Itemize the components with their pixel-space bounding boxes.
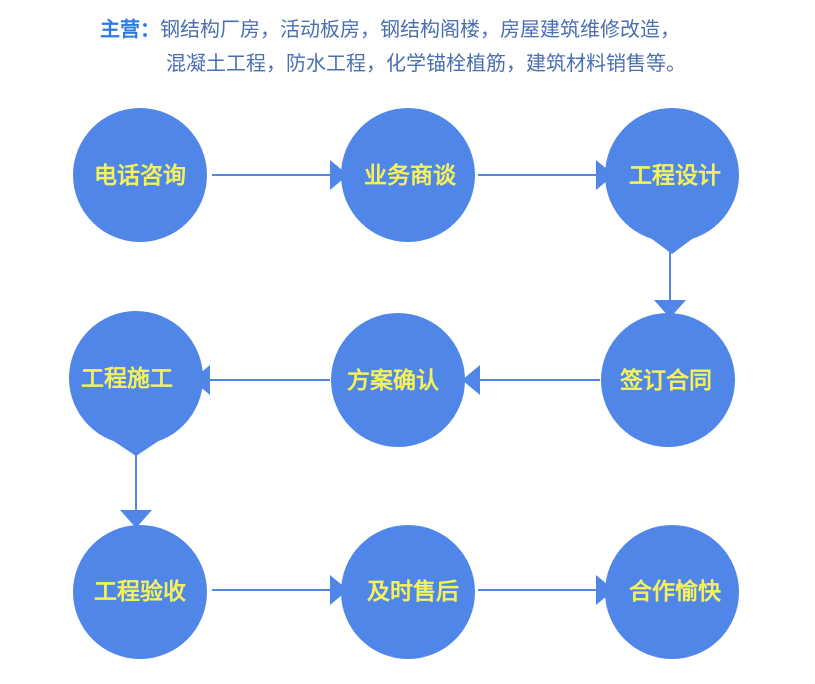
arrowhead-8-9 bbox=[596, 575, 614, 605]
step-circle bbox=[331, 313, 465, 447]
step-node: 电话咨询 bbox=[73, 108, 207, 242]
step-label: 方案确认 bbox=[347, 367, 439, 394]
business-scope-line-1: 主营：钢结构厂房，活动板房，钢结构阁楼，房屋建筑维修改造， bbox=[100, 13, 680, 42]
arrowhead-1-2 bbox=[330, 160, 348, 190]
arrowhead-6-7 bbox=[120, 510, 152, 528]
step-nodes: 电话咨询 业务商谈 工程设计 签订合同 方案确认 工程施工 bbox=[69, 108, 739, 659]
arrowhead-3-4 bbox=[654, 300, 686, 318]
business-scope-text-1: 钢结构厂房，活动板房，钢结构阁楼，房屋建筑维修改造， bbox=[160, 17, 680, 41]
step-label: 工程验收 bbox=[94, 578, 186, 605]
step-node: 业务商谈 bbox=[341, 108, 475, 242]
step-label: 及时售后 bbox=[367, 578, 459, 605]
arrowhead-4-5 bbox=[462, 365, 480, 395]
step-label: 签订合同 bbox=[619, 367, 712, 394]
business-scope: 主营：钢结构厂房，活动板房，钢结构阁楼，房屋建筑维修改造， 混凝土工程，防水工程… bbox=[0, 10, 815, 80]
connectors bbox=[120, 160, 686, 605]
step-circle bbox=[73, 525, 207, 659]
step-circle bbox=[605, 108, 739, 242]
step-circle bbox=[605, 525, 739, 659]
step-node: 及时售后 bbox=[341, 525, 475, 659]
step-label: 电话咨询 bbox=[94, 162, 186, 189]
step-node: 工程施工 bbox=[69, 311, 203, 456]
step-node: 合作愉快 bbox=[605, 525, 739, 659]
step-label: 工程设计 bbox=[629, 163, 721, 189]
step-node: 工程设计 bbox=[605, 108, 739, 254]
step-label: 业务商谈 bbox=[364, 162, 457, 189]
business-scope-label: 主营： bbox=[100, 17, 160, 41]
step-node: 工程验收 bbox=[73, 525, 207, 659]
step-circle-pointer bbox=[648, 236, 696, 254]
step-circle bbox=[73, 108, 207, 242]
step-node: 签订合同 bbox=[601, 313, 735, 447]
step-circle bbox=[341, 108, 475, 242]
step-circle-pointer bbox=[112, 440, 160, 456]
arrowhead-7-8 bbox=[330, 575, 348, 605]
step-label: 合作愉快 bbox=[629, 578, 722, 605]
step-circle bbox=[69, 311, 203, 445]
step-node: 方案确认 bbox=[331, 313, 465, 447]
step-circle bbox=[341, 525, 475, 659]
step-circle bbox=[601, 313, 735, 447]
business-scope-line-2: 混凝土工程，防水工程，化学锚栓植筋，建筑材料销售等。 bbox=[166, 51, 686, 75]
step-label: 工程施工 bbox=[81, 365, 173, 392]
